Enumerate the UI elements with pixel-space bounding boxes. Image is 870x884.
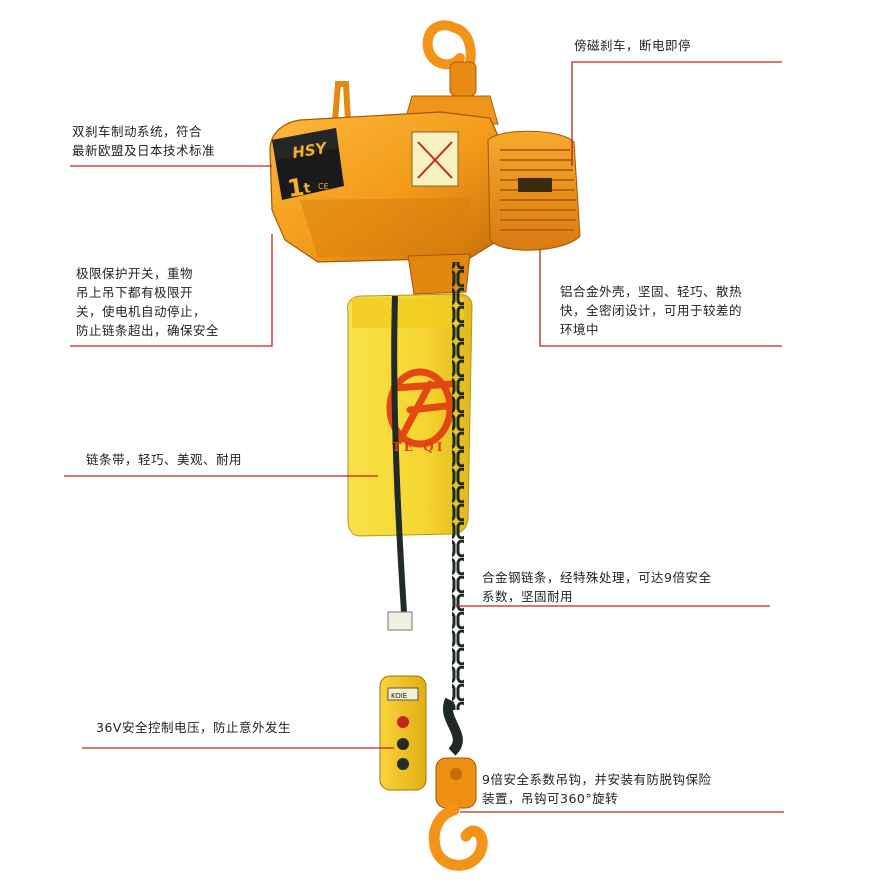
control-cable: [391, 295, 407, 613]
note-line: 吊上吊下都有极限开: [76, 285, 194, 300]
note-limit-switch: 极限保护开关，重物 吊上吊下都有极限开 关，使电机自动停止， 防止链条超出，确保…: [76, 264, 219, 340]
note-line: 9倍安全系数吊钩，并安装有防脱钩保险: [482, 772, 712, 787]
leader-lines: [64, 61, 784, 813]
watermark-text: TE QI: [392, 440, 446, 454]
bag-collar: [352, 298, 464, 328]
note-line: 最新欧盟及日本技术标准: [72, 143, 216, 158]
bottom-hook: [428, 757, 488, 871]
note-line: 防止链条超出，确保安全: [76, 323, 220, 338]
load-chain: [452, 262, 464, 710]
leader-housing: [539, 250, 782, 347]
brand-badge: [272, 128, 344, 200]
note-line: 环境中: [560, 322, 600, 337]
note-line: 傍磁刹车，断电即停: [574, 38, 692, 53]
note-brake: 傍磁刹车，断电即停: [574, 36, 691, 55]
watermark-logo: [386, 368, 456, 448]
note-chain: 合金钢链条，经特殊处理，可达9倍安全 系数，坚固耐用: [482, 568, 711, 606]
motor: [487, 130, 581, 251]
capacity-number: 1: [286, 173, 306, 203]
note-line: 链条带，轻巧、美观、耐用: [86, 452, 243, 467]
note-hook: 9倍安全系数吊钩，并安装有防脱钩保险 装置，吊钩可360°旋转: [482, 770, 711, 808]
note-voltage: 36V安全控制电压，防止意外发生: [96, 718, 291, 737]
note-line: 快，全密闭设计，可用于较差的: [560, 303, 743, 318]
body-shade: [300, 198, 472, 258]
note-line: 合金钢链条，经特殊处理，可达9倍安全: [482, 570, 712, 585]
note-line: 关，使电机自动停止，: [76, 304, 207, 319]
top-hook: [422, 20, 477, 97]
leader-brake: [571, 61, 782, 166]
ce-mark: CE: [318, 182, 329, 191]
pendant-label: KOIE: [391, 692, 407, 700]
note-line: 极限保护开关，重物: [76, 266, 194, 281]
capacity-unit: t: [303, 180, 312, 197]
leader-limit-switch: [70, 234, 273, 347]
handle-loop: [332, 81, 351, 121]
note-line: 双刹车制动系统，符合: [72, 124, 203, 139]
note-dual-brake: 双刹车制动系统，符合 最新欧盟及日本技术标准: [72, 122, 215, 160]
note-line: 装置，吊钩可360°旋转: [482, 791, 619, 806]
chain-coil: [443, 697, 463, 756]
note-line: 36V安全控制电压，防止意外发生: [96, 720, 291, 735]
note-chain-bag: 链条带，轻巧、美观、耐用: [86, 450, 242, 469]
cable-sticker: [387, 611, 413, 631]
control-pendant: [379, 675, 427, 791]
note-housing: 铝合金外壳，坚固、轻巧、散热 快，全密闭设计，可用于较差的 环境中: [560, 282, 742, 339]
note-line: 铝合金外壳，坚固、轻巧、散热: [560, 284, 743, 299]
note-line: 系数，坚固耐用: [482, 589, 574, 604]
warning-label: [411, 131, 459, 187]
brand-label: HSY: [291, 139, 330, 162]
